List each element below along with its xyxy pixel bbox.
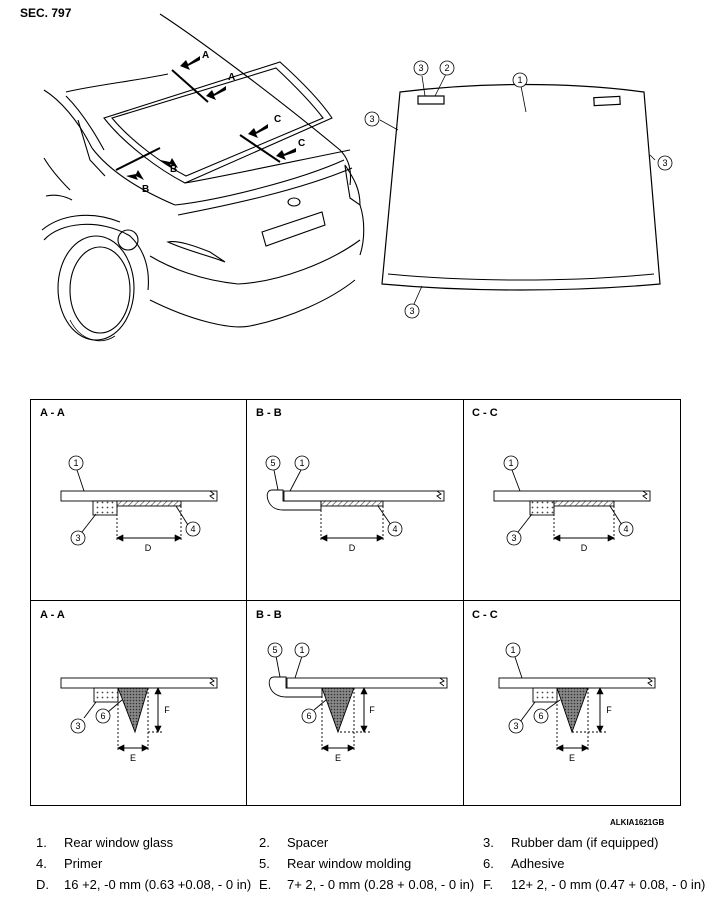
legend-text-5: Rear window molding xyxy=(287,856,412,871)
legend-text-e: 7+ 2, - 0 mm (0.28 + 0.08, - 0 in) xyxy=(287,877,475,892)
view-label-b1: B xyxy=(170,164,177,175)
section-aa-adhesive xyxy=(60,677,218,752)
car-section-labels: A A B B C C xyxy=(142,50,305,195)
legend-num-d: D. xyxy=(36,877,49,892)
dim-d-bb: D xyxy=(349,543,356,553)
view-label-b2: B xyxy=(142,184,149,195)
s3-callout-1: 1 xyxy=(508,458,513,468)
spacer-left xyxy=(417,95,445,105)
section-title-aa-top: A - A xyxy=(40,407,65,419)
legend-num-f: F. xyxy=(483,877,494,892)
section-cc-adhesive xyxy=(498,656,656,752)
glass-leaders xyxy=(379,73,656,305)
image-id: ALKIA1621GB xyxy=(610,818,665,827)
section-title-aa-bottom: A - A xyxy=(40,609,65,621)
callout-2: 2 xyxy=(444,63,449,73)
section-bb-adhesive xyxy=(268,655,448,752)
section-cc-primer xyxy=(493,469,651,542)
s4-callout-3: 3 xyxy=(75,721,80,731)
s5-callout-1: 1 xyxy=(299,645,304,655)
dim-d-aa: D xyxy=(145,543,152,553)
callout-3-bottom: 3 xyxy=(409,306,414,316)
callout-1: 1 xyxy=(517,75,522,85)
dim-f-aa: F xyxy=(164,705,170,715)
callout-3-top: 3 xyxy=(418,63,423,73)
s1-callout-1: 1 xyxy=(73,458,78,468)
legend-num-2: 2. xyxy=(259,835,270,850)
s5-callout-5: 5 xyxy=(272,645,277,655)
legend-num-e: E. xyxy=(259,877,272,892)
legend-text-1: Rear window glass xyxy=(64,835,174,850)
s1-callout-3: 3 xyxy=(75,533,80,543)
legend-num-3: 3. xyxy=(483,835,494,850)
glass-outline xyxy=(381,83,661,291)
s4-callout-6: 6 xyxy=(100,711,105,721)
legend-text-4: Primer xyxy=(64,856,103,871)
legend-num-6: 6. xyxy=(483,856,494,871)
view-label-a2: A xyxy=(228,72,235,83)
view-label-a1: A xyxy=(202,50,209,61)
view-label-c2: C xyxy=(298,138,305,149)
dimension-labels: D D D E E E F F F xyxy=(130,543,612,763)
s6-callout-3: 3 xyxy=(513,721,518,731)
dim-e-aa: E xyxy=(130,753,136,763)
section-titles: A - A B - B C - C A - A B - B C - C xyxy=(40,407,498,621)
section-callouts: 1 3 4 5 1 4 1 3 4 3 6 5 1 6 1 3 6 xyxy=(68,455,634,734)
view-label-c1: C xyxy=(274,114,281,125)
section-aa-primer xyxy=(60,469,218,542)
section-title-cc-bottom: C - C xyxy=(472,609,498,621)
dim-f-cc: F xyxy=(606,705,612,715)
s2-callout-5: 5 xyxy=(270,458,275,468)
s2-callout-4: 4 xyxy=(392,524,397,534)
legend-num-1: 1. xyxy=(36,835,47,850)
legend-text-f: 12+ 2, - 0 mm (0.47 + 0.08, - 0 in) xyxy=(511,877,706,892)
section-grid xyxy=(30,399,681,806)
s6-callout-1: 1 xyxy=(510,645,515,655)
dim-f-bb: F xyxy=(369,705,375,715)
legend-num-4: 4. xyxy=(36,856,47,871)
callout-3-right: 3 xyxy=(662,158,667,168)
s6-callout-6: 6 xyxy=(538,711,543,721)
legend-text-3: Rubber dam (if equipped) xyxy=(511,835,659,850)
callout-3-left: 3 xyxy=(369,114,374,124)
car-illustration xyxy=(41,13,365,342)
s1-callout-4: 4 xyxy=(190,524,195,534)
section-title-bb-bottom: B - B xyxy=(256,609,282,621)
section-number: SEC. 797 xyxy=(20,6,72,20)
glass-callouts: 3 2 1 3 3 3 xyxy=(364,60,673,319)
legend-text-2: Spacer xyxy=(287,835,329,850)
dim-d-cc: D xyxy=(581,543,588,553)
s2-callout-1: 1 xyxy=(299,458,304,468)
s5-callout-6: 6 xyxy=(306,711,311,721)
legend-text-6: Adhesive xyxy=(511,856,565,871)
section-bb-primer xyxy=(266,469,445,542)
dim-e-cc: E xyxy=(569,753,575,763)
legend-num-5: 5. xyxy=(259,856,270,871)
s3-callout-3: 3 xyxy=(511,533,516,543)
section-title-bb-top: B - B xyxy=(256,407,282,419)
dim-e-bb: E xyxy=(335,753,341,763)
section-title-cc-top: C - C xyxy=(472,407,498,419)
s3-callout-4: 4 xyxy=(623,524,628,534)
section-arrows xyxy=(126,56,296,180)
legend-text-d: 16 +2, -0 mm (0.63 +0.08, - 0 in) xyxy=(64,877,252,892)
spacer-right xyxy=(593,95,621,107)
